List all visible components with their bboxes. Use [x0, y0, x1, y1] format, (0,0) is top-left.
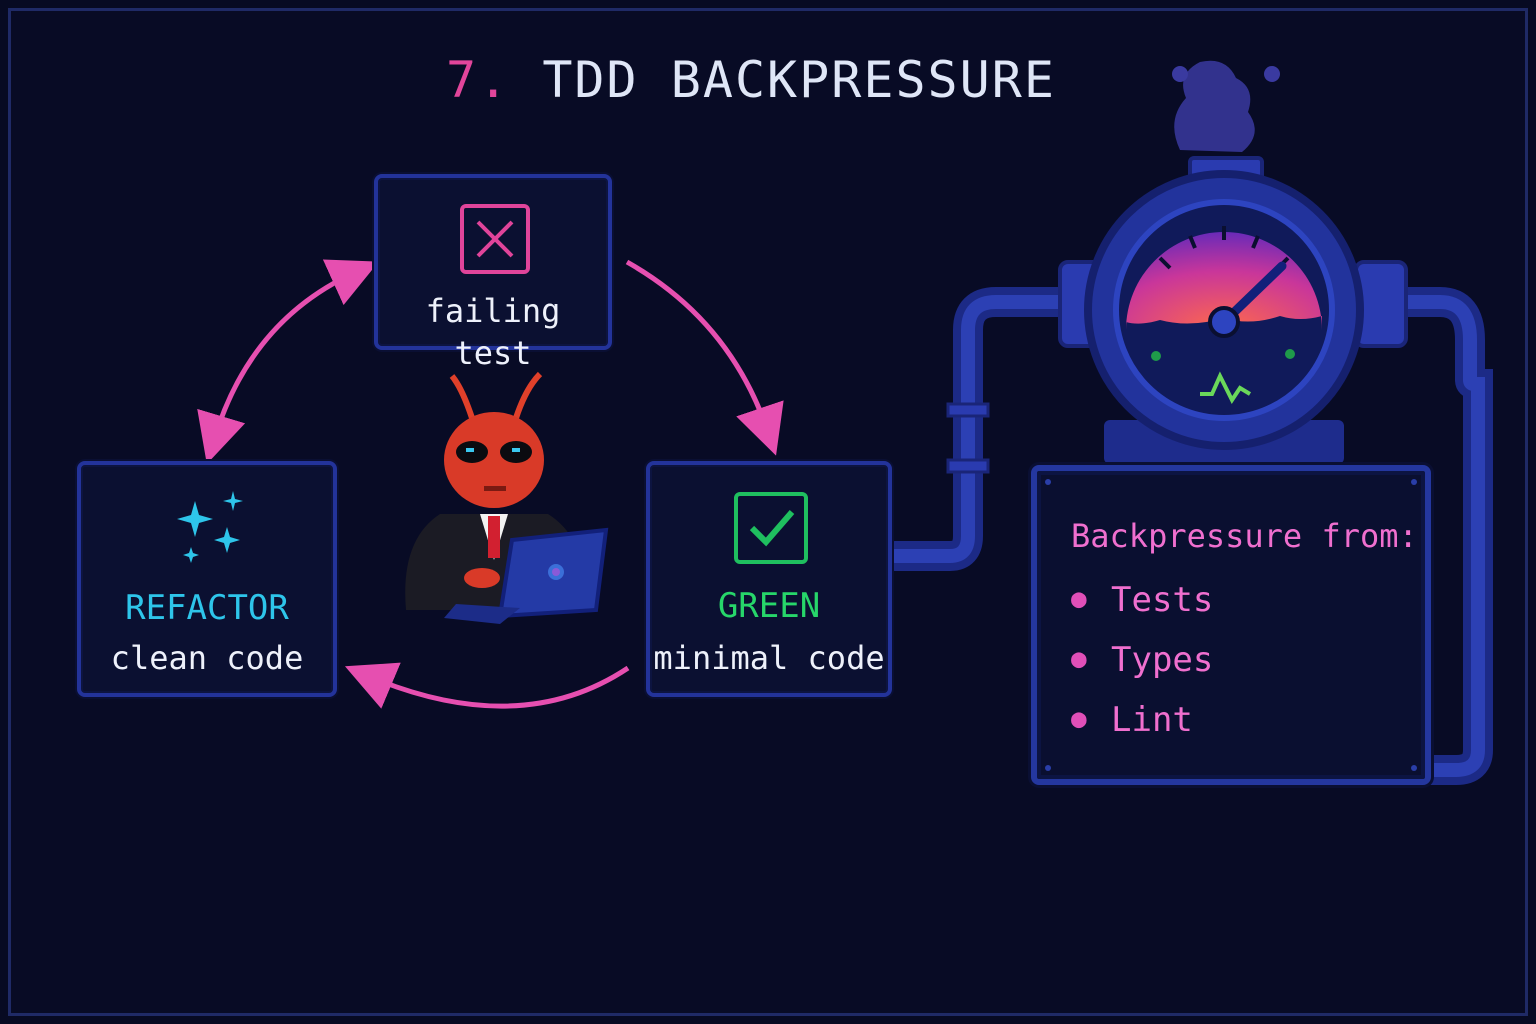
list-item: ● Types — [1071, 635, 1213, 695]
backpressure-panel: Backpressure from: ● Tests ● Types ● Lint — [1031, 465, 1431, 785]
failing-test-card: failing test — [374, 174, 612, 372]
failing-test-label: failing test — [425, 292, 561, 372]
arrow-fail-to-green — [625, 259, 784, 456]
title-text: TDD BACKPRESSURE — [542, 51, 1056, 109]
refactor-title: REFACTOR — [125, 588, 289, 628]
page-title: 7. TDD BACKPRESSURE — [446, 50, 1056, 110]
rivet-icon — [1045, 479, 1051, 485]
refactor-card: REFACTOR clean code — [77, 461, 337, 697]
bullet-icon: ● — [1071, 644, 1087, 674]
green-card: GREEN minimal code — [646, 461, 892, 697]
arrow-refactor-fail — [197, 259, 379, 464]
green-subtitle: minimal code — [653, 639, 885, 677]
green-title: GREEN — [717, 586, 821, 626]
bullet-icon: ● — [1071, 704, 1087, 734]
pressure-gauge-icon — [1058, 60, 1408, 464]
x-box-icon — [460, 204, 530, 274]
rivet-icon — [1411, 765, 1417, 771]
sparkles-icon — [177, 491, 243, 563]
list-item-label: Types — [1111, 640, 1214, 680]
list-item-label: Tests — [1111, 580, 1214, 620]
pipes — [880, 287, 1493, 785]
arrow-green-to-refactor — [344, 662, 630, 709]
refactor-subtitle: clean code — [110, 639, 304, 677]
bullet-icon: ● — [1071, 584, 1087, 614]
list-item: ● Tests — [1071, 575, 1213, 635]
list-item-label: Lint — [1111, 700, 1193, 740]
rivet-icon — [1411, 479, 1417, 485]
panel-title: Backpressure from: — [1071, 517, 1418, 555]
rivet-icon — [1045, 765, 1051, 771]
list-item: ● Lint — [1071, 695, 1213, 755]
backpressure-list: ● Tests ● Types ● Lint — [1071, 575, 1213, 755]
title-number: 7. — [446, 51, 511, 109]
checkmark-icon — [734, 492, 808, 564]
ant-with-laptop-icon — [405, 371, 609, 624]
